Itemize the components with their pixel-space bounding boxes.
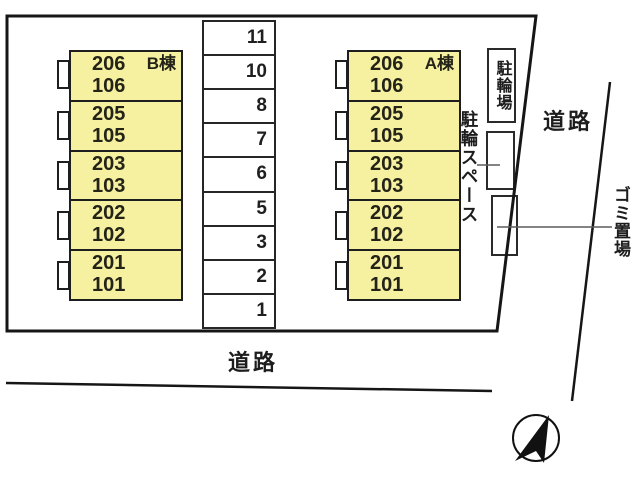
road-label-right: 道路 xyxy=(543,109,594,134)
bicycle-parking-box: 駐輪場 xyxy=(487,48,516,123)
parking-space-cell: 1 xyxy=(204,295,274,327)
parking-column: 11 10 8 7 6 5 3 2 1 xyxy=(202,20,276,329)
unit-row: 202 102 xyxy=(71,199,181,249)
wing-label-b: B棟 xyxy=(146,54,176,73)
parking-space-number: 5 xyxy=(256,197,267,219)
parking-space-number: 10 xyxy=(245,61,267,83)
parking-space-number: 8 xyxy=(256,95,267,117)
room-number-upper: 206 xyxy=(370,53,404,75)
bicycle-space-box xyxy=(486,131,515,190)
parking-space-cell: 3 xyxy=(204,227,274,261)
parking-space-cell: 6 xyxy=(204,158,274,193)
garbage-box xyxy=(491,195,518,256)
room-number-upper: 203 xyxy=(92,152,126,175)
room-number-lower: 106 xyxy=(370,75,404,97)
room-number-lower: 102 xyxy=(92,224,126,247)
parking-space-number: 6 xyxy=(256,163,267,185)
unit-row: 201 101 xyxy=(349,249,459,299)
bicycle-space-label: 駐輪スペース xyxy=(459,110,479,224)
parking-space-cell: 11 xyxy=(204,22,274,57)
compass-circle xyxy=(512,414,560,462)
parking-space-number: 7 xyxy=(256,129,267,151)
compass xyxy=(512,414,560,463)
unit-row: 206 B棟 106 xyxy=(71,52,181,100)
parking-space-cell: 7 xyxy=(204,124,274,159)
north-arrow-icon xyxy=(515,415,549,463)
room-number-upper: 203 xyxy=(370,152,404,175)
building-b: 206 B棟 106 205 105 203 103 202 102 201 1… xyxy=(69,50,183,301)
bicycle-parking-label: 駐輪場 xyxy=(493,60,511,111)
unit-row: 202 102 xyxy=(349,199,459,249)
building-a: 206 A棟 106 205 105 203 103 202 102 201 1… xyxy=(347,50,461,301)
parking-space-cell: 2 xyxy=(204,261,274,295)
room-number-upper: 206 xyxy=(92,53,126,75)
room-number-lower: 105 xyxy=(370,124,404,147)
room-number-lower: 101 xyxy=(92,274,126,297)
unit-row: 205 105 xyxy=(71,99,181,150)
room-number-upper: 202 xyxy=(92,202,126,225)
room-number-upper: 205 xyxy=(370,102,404,125)
unit-row: 203 103 xyxy=(71,149,181,200)
room-number-upper: 201 xyxy=(92,252,126,275)
road-label-bottom: 道路 xyxy=(228,350,279,375)
parking-space-cell: 5 xyxy=(204,193,274,227)
parking-space-cell: 8 xyxy=(204,90,274,125)
parking-space-number: 11 xyxy=(246,27,267,49)
room-number-upper: 205 xyxy=(92,102,126,125)
unit-row: 201 101 xyxy=(71,249,181,299)
parking-space-number: 2 xyxy=(256,265,267,287)
garbage-label: ゴミ置場 xyxy=(611,186,630,258)
unit-row: 206 A棟 106 xyxy=(349,52,459,100)
room-number-lower: 102 xyxy=(370,224,404,247)
wing-label-a: A棟 xyxy=(424,54,454,73)
unit-row: 205 105 xyxy=(349,99,459,150)
room-number-lower: 105 xyxy=(92,124,126,147)
road-line-bottom xyxy=(5,381,493,393)
unit-row: 203 103 xyxy=(349,149,459,200)
room-number-lower: 106 xyxy=(92,75,126,97)
parking-space-cell: 10 xyxy=(204,56,274,91)
room-number-lower: 101 xyxy=(370,274,404,297)
room-number-upper: 202 xyxy=(370,202,404,225)
room-number-upper: 201 xyxy=(370,252,404,275)
room-number-lower: 103 xyxy=(370,174,404,197)
room-number-lower: 103 xyxy=(92,174,126,197)
parking-space-number: 3 xyxy=(256,231,267,253)
parking-space-number: 1 xyxy=(256,299,267,321)
